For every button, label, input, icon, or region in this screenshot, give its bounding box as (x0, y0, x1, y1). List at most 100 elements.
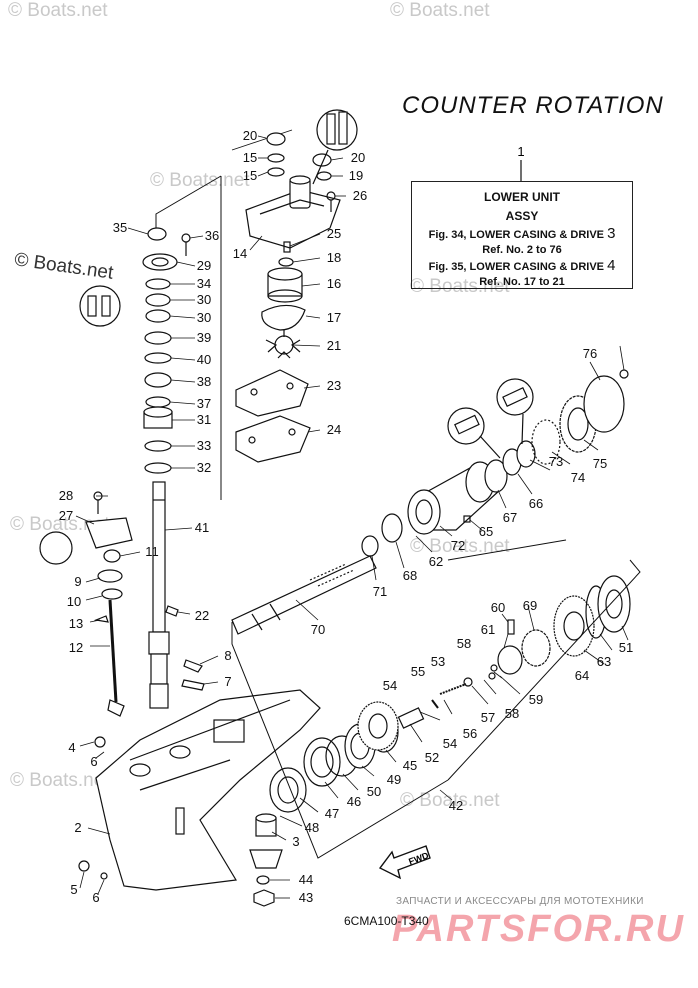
callout: 53 (431, 654, 445, 669)
lower-casing (95, 689, 321, 891)
pin (183, 659, 203, 673)
detail-bubble (447, 407, 485, 445)
spring (521, 629, 551, 667)
callout: 64 (575, 668, 589, 683)
watermark: © Boats.net (10, 514, 110, 535)
bolt (94, 736, 106, 748)
callout: 58 (457, 636, 471, 651)
callout: 14 (233, 246, 247, 261)
callout-labels: 20 15 15 20 19 26 35 36 25 14 18 29 34 3… (59, 128, 633, 905)
callout: 30 (197, 310, 211, 325)
leader-lines (75, 135, 629, 899)
propeller-shaft (231, 555, 377, 635)
fwd-arrow (378, 845, 431, 880)
callout: 8 (224, 648, 231, 663)
callout: 31 (197, 412, 211, 427)
oil-seal-housing (142, 253, 178, 271)
shim (144, 440, 172, 452)
detail-bubble (316, 109, 358, 151)
callout: 35 (113, 220, 127, 235)
callout: 47 (325, 806, 339, 821)
callout: 21 (327, 338, 341, 353)
callout: 57 (481, 710, 495, 725)
callout: 45 (403, 758, 417, 773)
callout: 34 (197, 276, 211, 291)
callout: 67 (503, 510, 517, 525)
callout: 73 (549, 454, 563, 469)
washer (145, 396, 171, 408)
callout: 69 (523, 598, 537, 613)
callout: 22 (195, 608, 209, 623)
callout: 62 (429, 554, 443, 569)
callout: 13 (69, 616, 83, 631)
seal (316, 171, 332, 181)
callout: 2 (74, 820, 81, 835)
ball (463, 677, 473, 687)
watermark: © Boats.net (410, 276, 510, 297)
callout: 32 (197, 460, 211, 475)
group-bracket (447, 539, 567, 561)
o-ring (101, 588, 123, 600)
callout: 42 (449, 798, 463, 813)
callout: 65 (479, 524, 493, 539)
callout: 20 (243, 128, 257, 143)
pin (181, 679, 205, 691)
cover (583, 375, 625, 433)
callout: 40 (197, 352, 211, 367)
spacer (144, 331, 172, 345)
seal (147, 227, 167, 241)
group-bracket (231, 622, 449, 859)
watermark: © Boats.net (390, 0, 490, 21)
callout: 56 (463, 726, 477, 741)
callout: 60 (491, 600, 505, 615)
callout: 52 (425, 750, 439, 765)
callout: 23 (327, 378, 341, 393)
callout: 44 (299, 872, 313, 887)
bearing-housing (269, 767, 307, 813)
legend-line: Fig. 34, LOWER CASING & DRIVE 3 (428, 225, 616, 242)
group-bracket (447, 559, 641, 781)
bolt (181, 233, 191, 243)
washer (144, 352, 172, 364)
page-title: COUNTER ROTATION (402, 92, 664, 119)
callout: 6 (90, 754, 97, 769)
callout: 36 (205, 228, 219, 243)
washer (100, 872, 108, 880)
pin (507, 619, 515, 635)
callout: 39 (197, 330, 211, 345)
watermark: © Boats.net (10, 770, 110, 791)
legend-line: ASSY (505, 209, 539, 223)
callout: 30 (197, 292, 211, 307)
callout: 38 (197, 374, 211, 389)
oil-seal (145, 309, 171, 323)
legend-ref-number: 1 (517, 144, 524, 159)
reverse-gear (553, 595, 595, 657)
callout: 18 (327, 250, 341, 265)
diagram-code: 6CMA100-T340 (344, 914, 429, 928)
pin (490, 664, 498, 672)
legend-box: LOWER UNIT ASSY Fig. 34, LOWER CASING & … (411, 181, 633, 289)
watermark: © Boats.net (8, 0, 108, 21)
propeller-shaft-housing (407, 461, 501, 535)
o-ring (381, 513, 403, 543)
seal (267, 153, 285, 163)
clutch-shaft (397, 707, 425, 729)
callout: 5 (70, 882, 77, 897)
shift-rod (108, 599, 118, 703)
water-pump-housing (245, 175, 341, 249)
bearing (484, 459, 508, 493)
drive-shaft (148, 481, 170, 709)
callout: 46 (347, 794, 361, 809)
impeller (265, 330, 301, 359)
taper-roller-bearing (303, 737, 341, 787)
shop-tagline: ЗАПЧАСТИ И АКСЕССУАРЫ ДЛЯ МОТОТЕХНИКИ (396, 896, 644, 907)
brand-logo: PARTSFOR.RU (392, 908, 685, 950)
callout: 63 (597, 654, 611, 669)
callout: 71 (373, 584, 387, 599)
clip (93, 615, 109, 623)
key (165, 605, 179, 617)
callout: 12 (69, 640, 83, 655)
washer (256, 875, 270, 885)
dowel (283, 241, 291, 253)
